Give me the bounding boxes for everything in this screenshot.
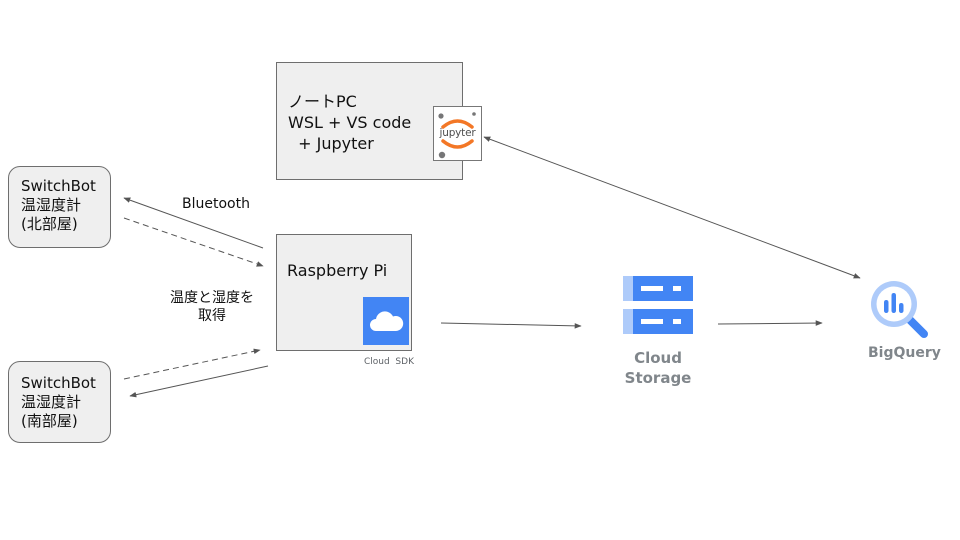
cloud-icon [363,297,409,345]
switchbot-south-node: SwitchBot 温湿度計 (南部屋) [8,361,111,443]
reading-from-north-arrow [123,217,264,267]
switchbot-north-line: (北部屋) [21,215,78,233]
laptop-label-line: WSL + VS code [288,113,412,132]
cloud-storage-line: Cloud [634,349,682,367]
cloud-sdk-label: Cloud SDK [364,357,414,367]
bluetooth-request-south-arrow [129,365,269,398]
cloud-sdk-icon [363,297,409,345]
raspberry-pi-label: Raspberry Pi [287,261,388,280]
switchbot-north-label: SwitchBot 温湿度計 (北部屋) [21,177,96,234]
switchbot-south-line: (南部屋) [21,412,78,430]
switchbot-north-line: SwitchBot [21,177,96,195]
raspberry-to-storage-arrow [440,322,582,329]
bluetooth-request-north-arrow [123,197,264,249]
acquire-edge-label: 温度と湿度を 取得 [150,289,274,325]
reading-from-south-arrow [123,348,261,380]
switchbot-south-label: SwitchBot 温湿度計 (南部屋) [21,374,96,431]
cloud-storage-label: Cloud Storage [608,348,708,388]
bigquery-label: BigQuery [868,345,941,361]
bigquery-logo-icon [871,281,928,338]
jupyter-logo: jupyter [433,106,482,161]
jupyter-icon [433,106,482,161]
acquire-edge-line: 温度と湿度を [170,290,254,306]
storage-icon [623,276,693,334]
switchbot-south-line: 温湿度計 [21,393,82,411]
laptop-node: ノートPC WSL + VS code + Jupyter [276,62,463,180]
bigquery-icon [866,276,930,340]
laptop-label-line: ノートPC [288,92,357,111]
cloud-storage-line: Storage [624,369,692,387]
switchbot-south-line: SwitchBot [21,374,96,392]
laptop-bigquery-arrow [483,136,861,279]
switchbot-north-line: 温湿度計 [21,196,82,214]
cloud-storage-icon [623,276,693,334]
laptop-label: ノートPC WSL + VS code + Jupyter [288,91,411,154]
storage-to-bigquery-arrow [717,320,823,326]
acquire-edge-line: 取得 [198,308,226,324]
jupyter-logo-text: jupyter [439,127,476,139]
laptop-label-line: + Jupyter [288,134,374,153]
switchbot-north-node: SwitchBot 温湿度計 (北部屋) [8,166,111,248]
bluetooth-edge-label: Bluetooth [182,196,250,212]
